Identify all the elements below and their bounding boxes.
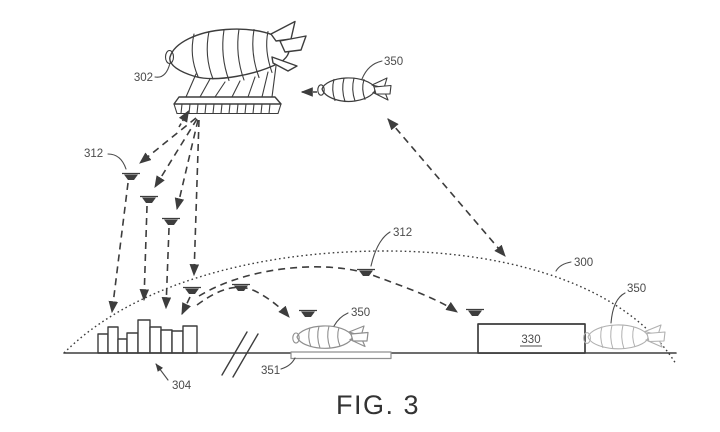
uav-drone-icon	[121, 172, 141, 181]
building	[126, 332, 139, 354]
building	[149, 326, 162, 354]
label-uavs-312-center: 312	[393, 227, 412, 239]
distance-break-marks	[221, 331, 259, 378]
figure-caption: FIG. 3	[336, 390, 420, 420]
label-coverage-300: 300	[574, 257, 593, 269]
afc-suspension-cables	[185, 65, 277, 98]
uav-drone-icon	[182, 286, 202, 295]
city-skyline	[97, 319, 198, 354]
label-afc-302: 302	[134, 72, 153, 84]
reference-labels: 302 312 312 300 350 350 350 351 304	[84, 56, 646, 392]
label-runway-351: 351	[261, 365, 280, 377]
runway-platform	[290, 351, 392, 360]
uav-drone-icon	[465, 308, 485, 317]
afc-tail-fins	[270, 20, 307, 72]
shuttle-airship-center	[292, 325, 369, 349]
afc-rib-lines	[191, 28, 273, 82]
building	[137, 319, 151, 354]
building	[182, 325, 198, 354]
uav-drone-icon	[298, 309, 318, 318]
uav-drone-icon	[139, 195, 159, 204]
shuttle-airship-top	[317, 77, 392, 103]
uav-return-arrow	[178, 109, 190, 128]
shuttle-airship-right	[583, 324, 666, 350]
label-shuttle-350-center: 350	[351, 307, 370, 319]
uav-deploy-paths	[108, 117, 200, 316]
building	[160, 329, 173, 354]
afc-airship	[164, 20, 307, 128]
building	[171, 330, 184, 354]
facility-building: 330	[477, 323, 586, 354]
label-city-304: 304	[172, 380, 192, 392]
facility-label: 330	[521, 334, 540, 346]
label-uavs-312-left: 312	[84, 148, 103, 160]
building	[97, 333, 109, 354]
label-shuttle-350-right: 350	[627, 283, 646, 295]
label-shuttle-350-top: 350	[384, 56, 403, 68]
shuttle-transfer-path	[387, 118, 506, 257]
uav-lowlevel-arcs	[196, 266, 458, 318]
uav-drones	[121, 172, 485, 318]
building	[107, 326, 119, 354]
uav-drone-icon	[356, 268, 376, 277]
building	[117, 338, 128, 354]
uav-drone-icon	[161, 217, 181, 226]
afc-cargo-bay	[173, 96, 282, 115]
